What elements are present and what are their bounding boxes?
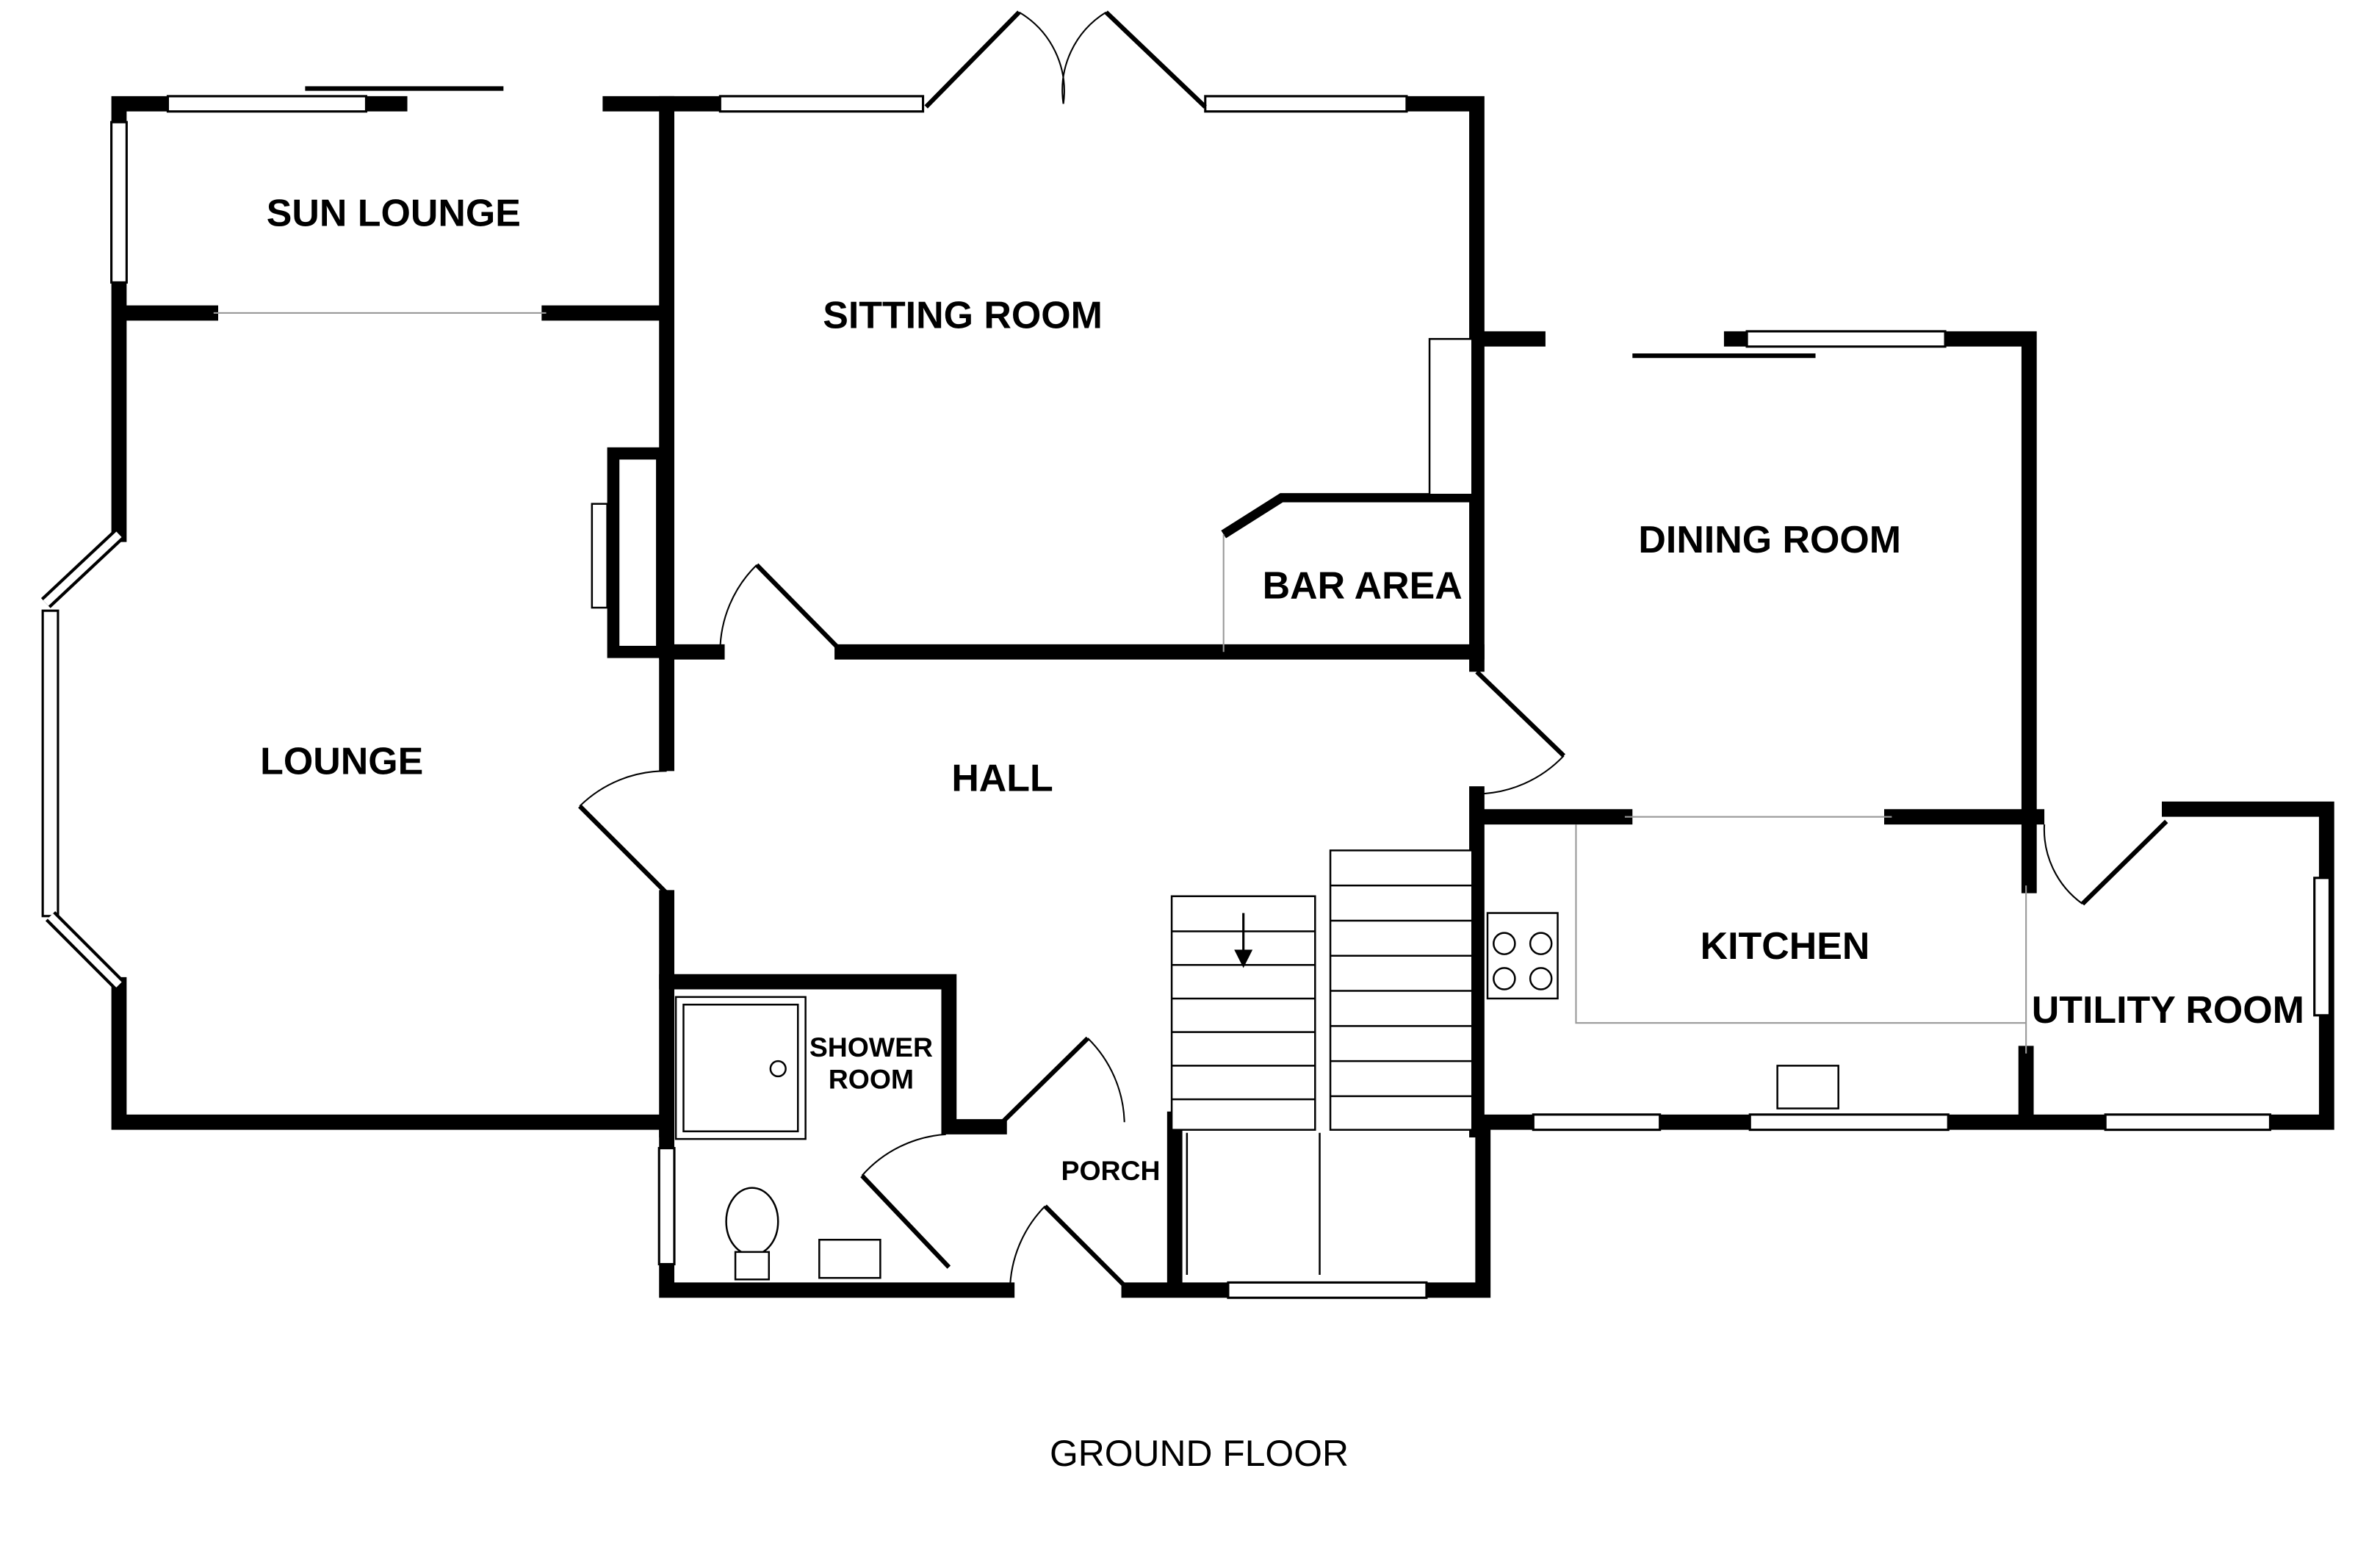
doors [578,10,2168,1292]
kitchen-sink [1776,1065,1839,1110]
label-dining-room: DINING ROOM [1638,519,1901,561]
label-sun-lounge: SUN LOUNGE [267,193,521,235]
windows [40,86,2332,1299]
floor-title: GROUND FLOOR [1050,1433,1349,1474]
label-lounge: LOUNGE [260,740,423,783]
hob [1486,912,1559,1000]
label-shower-room-line1: SHOWER [809,1032,933,1062]
label-hall: HALL [951,757,1053,799]
fixtures [213,312,2027,1281]
label-kitchen: KITCHEN [1701,925,1870,968]
label-utility-room: UTILITY ROOM [2032,989,2304,1032]
bar-counter [1221,493,1473,539]
basin [818,1239,881,1279]
fireplace [607,447,668,658]
label-bar-area: BAR AREA [1263,565,1463,608]
label-sitting-room: SITTING ROOM [823,295,1103,337]
room-labels: SUN LOUNGE SITTING ROOM LOUNGE BAR AREA … [260,193,2304,1474]
label-porch: PORCH [1061,1155,1161,1186]
stairs [1170,849,1474,1276]
label-shower-room-line2: ROOM [829,1064,914,1095]
toilet [725,1187,779,1256]
